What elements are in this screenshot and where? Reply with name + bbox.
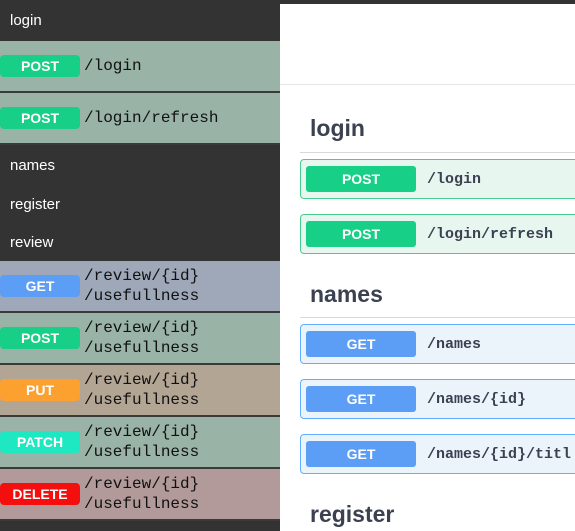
section-divider xyxy=(300,152,575,153)
method-badge-post: POST xyxy=(306,221,416,247)
sidebar-tag-label: review xyxy=(10,233,54,251)
operation-post-login[interactable]: POST /login xyxy=(300,159,575,199)
sidebar-op-post-review-usefullness[interactable]: POST /review/{id} /usefullness xyxy=(0,313,280,365)
operation-path: /names/{id}/titl xyxy=(427,445,572,463)
sidebar-op-post-login[interactable]: POST /login xyxy=(0,41,280,93)
sidebar-op-post-login-refresh[interactable]: POST /login/refresh xyxy=(0,93,280,145)
sidebar-tag-label: names xyxy=(10,156,56,174)
operation-path: /names xyxy=(427,335,482,353)
path-line-2: /usefullness xyxy=(84,339,200,357)
path-line-1: /review/{id} xyxy=(84,423,200,441)
main-content: login POST /login POST /login/refresh na… xyxy=(280,0,575,531)
sidebar-op-path: /review/{id} /usefullness xyxy=(84,318,199,358)
sidebar-op-patch-review-usefullness[interactable]: PATCH /review/{id} /usefullness xyxy=(0,417,280,469)
path-line-1: /review/{id} xyxy=(84,371,200,389)
sidebar-op-put-review-usefullness[interactable]: PUT /review/{id} /usefullness xyxy=(0,365,280,417)
sidebar-tag-label: register xyxy=(10,195,61,213)
sidebar-tag-login[interactable]: login xyxy=(0,0,280,41)
method-badge-get: GET xyxy=(306,386,416,412)
method-badge-get: GET xyxy=(306,441,416,467)
method-badge-post: POST xyxy=(0,55,80,77)
path-line-1: /review/{id} xyxy=(84,267,200,285)
section-title-login[interactable]: login xyxy=(310,115,365,141)
sidebar-op-path: /review/{id} /usefullness xyxy=(84,422,199,462)
path-line-2: /usefullness xyxy=(84,495,200,513)
sidebar-op-path: /review/{id} /usefullness xyxy=(84,266,199,306)
header-divider xyxy=(280,84,575,85)
section-title-register[interactable]: register xyxy=(310,501,395,527)
sidebar-op-path: /review/{id} /usefullness xyxy=(84,370,199,410)
operation-path: /names/{id} xyxy=(427,390,527,408)
sidebar-op-delete-review-usefullness[interactable]: DELETE /review/{id} /usefullness xyxy=(0,469,280,521)
method-badge-post: POST xyxy=(0,107,80,129)
sidebar-tag-names[interactable]: names xyxy=(0,145,280,185)
operation-path: /login/refresh xyxy=(427,225,554,243)
method-badge-patch: PATCH xyxy=(0,431,80,453)
method-badge-get: GET xyxy=(0,275,80,297)
method-badge-get: GET xyxy=(306,331,416,357)
path-line-2: /usefullness xyxy=(84,391,200,409)
operation-get-names-id[interactable]: GET /names/{id} xyxy=(300,379,575,419)
sidebar: login POST /login POST /login/refresh na… xyxy=(0,0,280,531)
sidebar-op-get-review-usefullness[interactable]: GET /review/{id} /usefullness xyxy=(0,261,280,313)
method-badge-delete: DELETE xyxy=(0,483,80,505)
method-badge-post: POST xyxy=(306,166,416,192)
operation-get-names-id-titles[interactable]: GET /names/{id}/titl xyxy=(300,434,575,474)
section-divider xyxy=(300,317,575,318)
sidebar-tag-register[interactable]: register xyxy=(0,185,280,223)
path-line-2: /usefullness xyxy=(84,443,200,461)
sidebar-op-path: /login xyxy=(84,57,142,75)
method-badge-post: POST xyxy=(0,327,80,349)
operation-post-login-refresh[interactable]: POST /login/refresh xyxy=(300,214,575,254)
operation-get-names[interactable]: GET /names xyxy=(300,324,575,364)
path-line-1: /review/{id} xyxy=(84,319,200,337)
operation-path: /login xyxy=(427,170,482,188)
sidebar-op-path: /review/{id} /usefullness xyxy=(84,474,199,514)
sidebar-op-path: /login/refresh xyxy=(84,109,219,127)
sidebar-tag-review[interactable]: review xyxy=(0,223,280,261)
path-line-1: /review/{id} xyxy=(84,475,200,493)
sidebar-tag-label: login xyxy=(10,12,42,29)
path-line-2: /usefullness xyxy=(84,287,200,305)
method-badge-put: PUT xyxy=(0,379,80,401)
section-title-names[interactable]: names xyxy=(310,281,383,307)
top-bar xyxy=(280,0,575,4)
